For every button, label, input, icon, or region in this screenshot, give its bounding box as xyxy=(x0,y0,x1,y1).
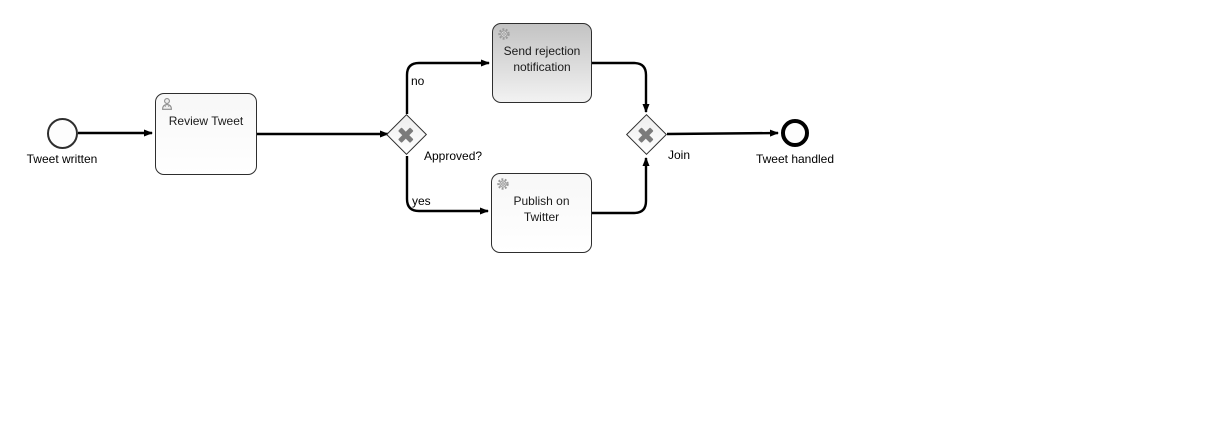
exclusive-gateway-x-icon xyxy=(627,115,665,153)
gateway-join[interactable] xyxy=(625,113,668,156)
end-event[interactable] xyxy=(781,119,809,147)
flow-publish-to-join xyxy=(592,157,650,215)
task-label: Publish on Twitter xyxy=(513,194,570,224)
gateway-join-label: Join xyxy=(668,148,691,162)
exclusive-gateway-x-icon xyxy=(387,115,425,153)
start-event[interactable] xyxy=(47,118,78,149)
gear-icon xyxy=(498,28,510,40)
end-event-label: Tweet handled xyxy=(755,152,835,166)
flow-join-to-end xyxy=(666,129,779,137)
task-label: Review Tweet xyxy=(168,114,244,128)
flow-label-yes: yes xyxy=(412,194,431,208)
flow-label-no: no xyxy=(411,74,425,88)
task-send-rejection-notification[interactable]: Send rejection notification xyxy=(492,23,592,103)
gear-icon xyxy=(497,178,509,190)
flow-reject-to-join xyxy=(592,61,650,113)
flow-no-to-reject xyxy=(405,59,490,114)
user-icon xyxy=(162,98,172,110)
task-review-tweet[interactable]: Review Tweet xyxy=(155,93,257,175)
gateway-approved-split[interactable] xyxy=(385,113,428,156)
task-publish-on-twitter[interactable]: Publish on Twitter xyxy=(491,173,592,253)
start-event-label: Tweet written xyxy=(26,152,98,166)
gateway-approved-label: Approved? xyxy=(424,149,483,163)
task-label: Send rejection notification xyxy=(503,44,581,74)
